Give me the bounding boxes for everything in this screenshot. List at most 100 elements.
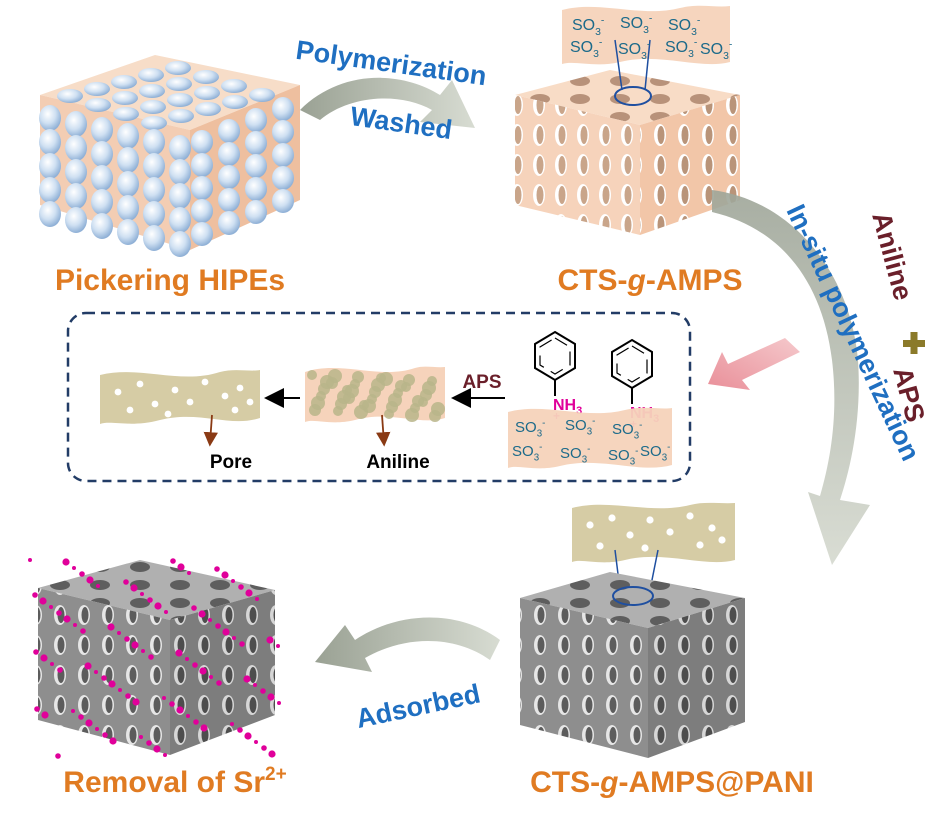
sr-ion bbox=[187, 571, 191, 575]
sr-ion bbox=[276, 644, 280, 648]
emulsion-droplet bbox=[245, 131, 267, 155]
emulsion-droplet bbox=[272, 166, 294, 190]
emulsion-droplet bbox=[117, 171, 139, 197]
pore bbox=[596, 542, 604, 550]
sr-ion bbox=[244, 732, 252, 740]
so3-label: SO3- bbox=[618, 40, 650, 62]
hipes-label: Pickering HIPEs bbox=[55, 264, 285, 297]
emulsion-droplet bbox=[141, 116, 167, 130]
emulsion-droplet bbox=[272, 97, 294, 121]
sr-ion bbox=[216, 680, 222, 686]
sr-ion bbox=[147, 597, 153, 603]
aniline-particle bbox=[359, 400, 369, 410]
aniline-particle bbox=[431, 402, 445, 416]
emulsion-droplet bbox=[167, 93, 193, 107]
sr-ion bbox=[78, 714, 84, 720]
sr-ion bbox=[164, 610, 168, 614]
sr-ion bbox=[86, 576, 94, 584]
nh3-label-1: NH3 bbox=[553, 397, 582, 417]
adsorbed-label: Adsorbed bbox=[353, 678, 482, 734]
sr-ion bbox=[62, 558, 70, 566]
sr-ion bbox=[80, 628, 86, 634]
bead-grid-right bbox=[191, 97, 294, 246]
pore bbox=[641, 544, 649, 552]
emulsion-droplet bbox=[272, 120, 294, 144]
emulsion-droplet bbox=[65, 159, 87, 185]
sr-ion bbox=[199, 667, 207, 675]
emulsion-droplet bbox=[218, 119, 240, 143]
sr-ion bbox=[243, 675, 251, 683]
sr-ion bbox=[208, 618, 212, 622]
pore bbox=[171, 386, 179, 394]
aniline-particle bbox=[307, 370, 317, 380]
sr-ion bbox=[163, 753, 167, 757]
inset-so3-labels: SO3-SO3-SO3-SO3-SO3-SO3-SO3- bbox=[512, 416, 670, 468]
sr-ion bbox=[124, 636, 130, 642]
emulsion-droplet bbox=[245, 177, 267, 201]
so3-label: SO3- bbox=[515, 418, 545, 440]
emulsion-droplet bbox=[91, 165, 113, 191]
emulsion-droplet bbox=[169, 231, 191, 257]
bead-grid-top bbox=[57, 61, 275, 130]
emulsion-droplet bbox=[39, 177, 61, 203]
emulsion-droplet bbox=[221, 79, 247, 93]
emulsion-droplet bbox=[169, 183, 191, 209]
sr-ion bbox=[72, 566, 76, 570]
aniline-particle bbox=[320, 375, 334, 389]
emulsion-droplet bbox=[140, 100, 166, 114]
so3-label: SO3- bbox=[668, 16, 700, 38]
emulsion-droplet bbox=[91, 117, 113, 143]
sr-ion bbox=[55, 753, 61, 759]
inset-aniline-label: Aniline bbox=[366, 452, 429, 473]
removal-label: Removal of Sr2+ bbox=[63, 764, 286, 799]
emulsion-droplet bbox=[139, 84, 165, 98]
aniline-sheet bbox=[305, 366, 445, 447]
sr-ion bbox=[175, 649, 183, 657]
sr-ion bbox=[230, 722, 234, 726]
pore bbox=[231, 406, 239, 414]
emulsion-droplet bbox=[272, 143, 294, 167]
sr-ion bbox=[125, 693, 131, 699]
aniline-particle bbox=[376, 373, 386, 383]
sr-ion bbox=[254, 740, 258, 744]
pore bbox=[221, 392, 229, 400]
pore bbox=[114, 388, 122, 396]
emulsion-droplet bbox=[191, 153, 213, 177]
sr-ion bbox=[109, 737, 117, 745]
sr-ion bbox=[261, 745, 267, 751]
emulsion-droplet bbox=[165, 61, 191, 75]
emulsion-droplet bbox=[91, 189, 113, 215]
emulsion-droplet bbox=[143, 129, 165, 155]
pore bbox=[586, 521, 594, 529]
aniline-label: Aniline bbox=[866, 209, 918, 304]
sr-ion bbox=[50, 662, 54, 666]
sr-ion bbox=[79, 571, 85, 577]
emulsion-droplet bbox=[191, 222, 213, 246]
anilinium-molecule-2 bbox=[611, 338, 653, 404]
emulsion-droplet bbox=[65, 135, 87, 161]
sr-ion bbox=[123, 579, 129, 585]
emulsion-droplet bbox=[65, 183, 87, 209]
emulsion-droplet bbox=[143, 225, 165, 251]
emulsion-droplet bbox=[65, 111, 87, 137]
sr-ion bbox=[237, 727, 243, 733]
pani-label: CTS-g-AMPS@PANI bbox=[530, 766, 814, 799]
emulsion-droplet bbox=[143, 201, 165, 227]
emulsion-droplet bbox=[117, 147, 139, 173]
pore bbox=[151, 400, 159, 408]
sr-ion bbox=[32, 592, 38, 598]
aniline-particle bbox=[352, 371, 364, 383]
pore bbox=[608, 514, 616, 522]
sr-ion bbox=[101, 675, 107, 681]
emulsion-droplet bbox=[57, 89, 83, 103]
pore bbox=[626, 531, 634, 539]
sr-ion bbox=[132, 698, 140, 706]
emulsion-droplet bbox=[143, 177, 165, 203]
insitu-arrow bbox=[712, 190, 870, 565]
sr-ion bbox=[39, 597, 47, 605]
emulsion-droplet bbox=[218, 211, 240, 235]
sr-ion bbox=[108, 680, 116, 688]
pore bbox=[186, 398, 194, 406]
so3-label: SO3- bbox=[570, 38, 602, 60]
sr-ion bbox=[117, 631, 121, 635]
